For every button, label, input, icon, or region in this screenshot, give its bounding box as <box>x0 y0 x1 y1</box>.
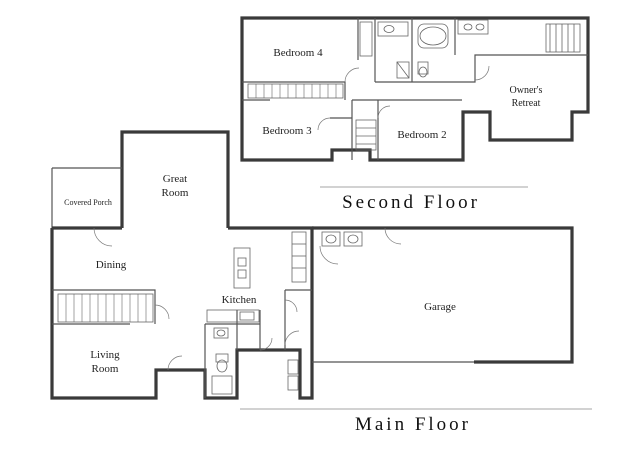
main-floor-plan: Great Room Covered Porch Dining Kitchen … <box>50 130 574 400</box>
bedroom-2-label: Bedroom 2 <box>397 129 446 141</box>
covered-porch-label: Covered Porch <box>64 198 112 207</box>
main-floor-doors <box>93 227 402 371</box>
living-room-label-line1: Living <box>90 349 120 361</box>
second-floor-title: Second Floor <box>342 192 480 213</box>
second-floor-stairs <box>247 83 344 99</box>
second-floor-plan: Bedroom 4 Bedroom 3 Bedroom 2 Owner's Re… <box>240 16 590 162</box>
kitchen-label: Kitchen <box>222 294 257 306</box>
garage-label: Garage <box>424 301 456 313</box>
main-floor-bath-fixtures <box>211 231 363 395</box>
bedroom-4-label: Bedroom 4 <box>273 47 323 59</box>
second-floor-bath-fixtures <box>317 19 581 151</box>
bedroom-3-label: Bedroom 3 <box>262 125 312 137</box>
main-floor-title: Main Floor <box>355 414 471 435</box>
kitchen-fixtures <box>206 231 307 323</box>
great-room-label-line1: Great <box>163 173 187 185</box>
living-room-label-line2: Room <box>92 363 119 375</box>
owners-retreat-label-line2: Retreat <box>512 98 541 109</box>
dining-label: Dining <box>96 259 127 271</box>
main-floor-stairs <box>57 293 154 323</box>
great-room-label-line2: Room <box>162 187 189 199</box>
owners-retreat-label-line1: Owner's <box>510 85 543 96</box>
